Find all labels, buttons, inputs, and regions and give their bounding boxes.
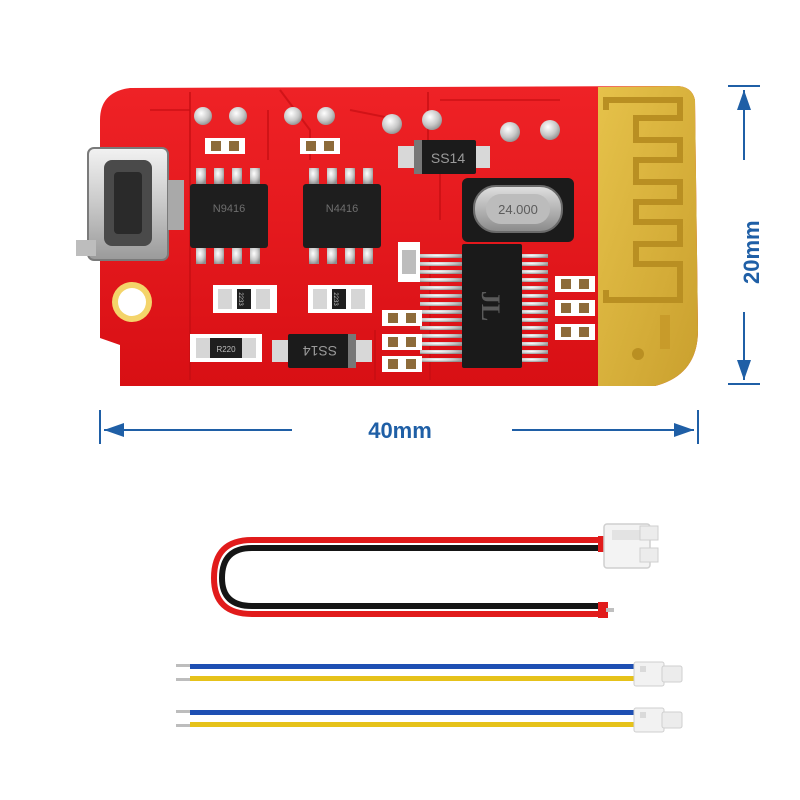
resistor-bottom-label: R220 [216, 345, 236, 354]
resistor-right-label: 2233 [332, 292, 338, 306]
jst-connector-2 [633, 707, 683, 733]
ic-logo: JL [476, 291, 505, 321]
antenna-trace [603, 97, 683, 303]
amplifier-chip-right: N4416 [303, 168, 381, 264]
solder-pads [194, 107, 560, 142]
ic-right-pins [520, 254, 548, 362]
chip-left-label: N9416 [213, 203, 245, 215]
width-dimension-label: 40mm [368, 418, 432, 443]
crystal-label: 24.000 [498, 202, 538, 217]
crystal-oscillator: 24.000 [462, 178, 574, 242]
smd-components-right [555, 276, 595, 340]
width-dimension [99, 410, 699, 444]
signal-cable-1 [176, 661, 683, 687]
arrow-down-icon [737, 360, 751, 380]
smd-components-middle: 2233 2233 [213, 285, 422, 372]
diode-top: SS14 [398, 140, 490, 174]
arrow-left-icon [104, 423, 124, 437]
chip-right-label: N4416 [326, 203, 358, 215]
smd-components-top [205, 138, 340, 154]
diode-top-label: SS14 [431, 150, 465, 166]
arrow-up-icon [737, 90, 751, 110]
amplifier-chip-left: N9416 [190, 168, 268, 264]
signal-cable-2 [176, 707, 683, 733]
status-led [398, 242, 420, 282]
bluetooth-ic: JL [420, 244, 548, 368]
diode-bottom: SS14 [272, 334, 372, 368]
resistor-left-label: 2233 [237, 292, 243, 306]
ic-left-pins [420, 254, 462, 362]
jst-connector-1 [633, 661, 683, 687]
jst-connector-red [603, 523, 659, 569]
diode-bottom-label: SS14 [303, 343, 337, 359]
height-dimension [728, 85, 760, 385]
arrow-right-icon [674, 423, 694, 437]
resistor-bottom: R220 [190, 334, 262, 362]
micro-usb-connector [76, 147, 184, 261]
height-dimension-label: 20mm [739, 220, 764, 284]
speaker-cable [210, 523, 659, 618]
